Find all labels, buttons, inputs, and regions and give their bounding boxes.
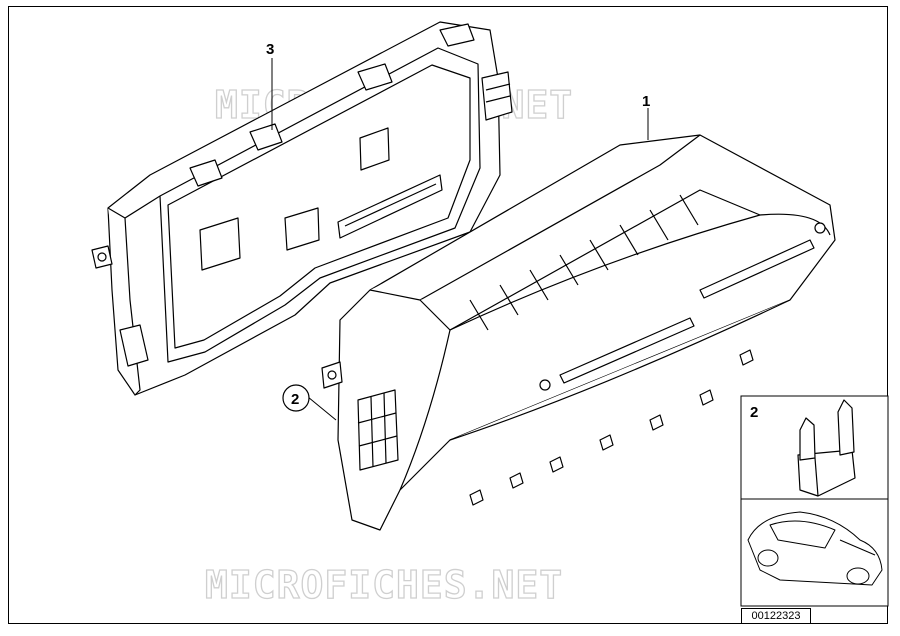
vehicle-silhouette-icon: [747, 511, 883, 586]
callout-part-3[interactable]: 3: [266, 41, 274, 58]
circuit-board-panel-icon[interactable]: [91, 21, 513, 396]
callout-part-1[interactable]: 1: [642, 93, 650, 110]
watermark-bottom: MICROFICHES.NET: [205, 563, 563, 607]
inset-callout-part-2[interactable]: 2: [750, 404, 758, 421]
bulb-socket-clip-icon[interactable]: [797, 399, 856, 497]
callout-circle-2: [282, 384, 310, 412]
diagram-number: 00122323: [741, 608, 811, 624]
leader-line-2: [307, 396, 337, 421]
callout-part-2[interactable]: 2: [291, 391, 299, 408]
instrument-cluster-housing-icon[interactable]: [321, 134, 836, 531]
